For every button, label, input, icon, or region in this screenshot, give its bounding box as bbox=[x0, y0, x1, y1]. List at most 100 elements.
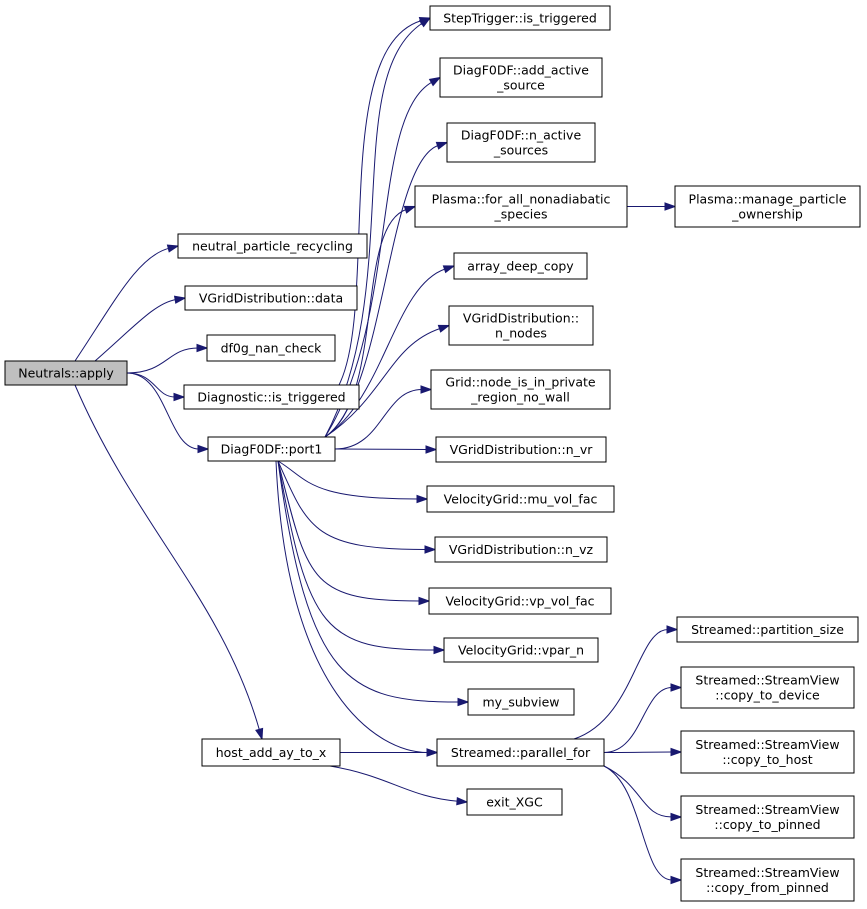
edge-arrowhead bbox=[428, 76, 442, 87]
edge-arrowhead bbox=[456, 796, 469, 806]
node-box bbox=[439, 57, 603, 98]
node-label: DiagF0DF::port1 bbox=[221, 442, 323, 457]
edge-line bbox=[324, 327, 441, 438]
graph-node[interactable]: neutral_particle_recycling bbox=[177, 233, 368, 259]
node-box bbox=[206, 334, 336, 362]
graph-node[interactable]: DiagF0DF::n_active_sources bbox=[446, 122, 596, 163]
edge-arrowhead bbox=[670, 747, 683, 757]
graph-edge bbox=[275, 460, 439, 757]
graph-node[interactable]: Streamed::partition_size bbox=[676, 616, 859, 643]
graph-node[interactable]: array_deep_copy bbox=[453, 252, 588, 280]
node-label: StepTrigger::is_triggered bbox=[443, 11, 597, 26]
node-box bbox=[680, 795, 855, 839]
graph-node[interactable]: Streamed::StreamView::copy_to_host bbox=[680, 730, 855, 774]
edge-arrowhead bbox=[437, 324, 451, 333]
edge-arrowhead bbox=[424, 545, 437, 554]
edge-line bbox=[277, 460, 460, 703]
edge-line bbox=[338, 20, 422, 386]
node-box bbox=[466, 788, 563, 816]
node-label: Streamed::StreamView bbox=[695, 802, 839, 817]
edge-line bbox=[324, 268, 446, 438]
edge-arrowhead bbox=[442, 265, 456, 274]
edge-line bbox=[329, 765, 459, 802]
node-box bbox=[680, 666, 855, 709]
graph-edge bbox=[277, 460, 446, 655]
edge-arrowhead bbox=[670, 875, 683, 885]
node-label: VelocityGrid::vpar_n bbox=[458, 643, 584, 658]
graph-node[interactable]: VelocityGrid::vpar_n bbox=[443, 637, 599, 663]
edge-arrowhead bbox=[666, 625, 679, 634]
node-box bbox=[443, 637, 599, 663]
edge-line bbox=[94, 298, 177, 362]
edge-arrowhead bbox=[426, 748, 439, 757]
node-box bbox=[184, 285, 358, 311]
graph-node[interactable]: VGridDistribution::n_nodes bbox=[448, 305, 594, 346]
graph-edge bbox=[603, 747, 683, 757]
graph-node[interactable]: VGridDistribution::n_vz bbox=[434, 536, 608, 563]
edge-arrowhead bbox=[670, 812, 683, 822]
node-label: Streamed::StreamView bbox=[695, 737, 839, 752]
graph-edge bbox=[603, 765, 683, 885]
graph-node[interactable]: Diagnostic::is_triggered bbox=[183, 384, 360, 410]
node-label: Plasma::for_all_nonadiabatic bbox=[432, 192, 611, 207]
node-box bbox=[207, 436, 336, 462]
graph-node[interactable]: Plasma::for_all_nonadiabatic_species bbox=[414, 185, 628, 228]
node-label: Neutrals::apply bbox=[18, 366, 114, 381]
node-box bbox=[183, 384, 360, 410]
graph-node[interactable]: VGridDistribution::data bbox=[184, 285, 358, 311]
graph-node[interactable]: my_subview bbox=[467, 688, 575, 716]
edge-arrowhead bbox=[416, 494, 429, 504]
graph-edge bbox=[626, 202, 677, 211]
edge-arrowhead bbox=[255, 727, 264, 741]
graph-edge bbox=[334, 385, 433, 450]
graph-node[interactable]: StepTrigger::is_triggered bbox=[429, 5, 611, 31]
node-label: ::copy_to_host bbox=[722, 752, 812, 767]
graph-node[interactable]: host_add_ay_to_x bbox=[201, 738, 341, 767]
edge-arrowhead bbox=[166, 244, 180, 253]
graph-node[interactable]: DiagF0DF::add_active_source bbox=[439, 57, 603, 98]
graph-node[interactable]: Neutrals::apply bbox=[4, 360, 128, 386]
node-label: Diagnostic::is_triggered bbox=[197, 390, 345, 405]
edge-line bbox=[74, 247, 170, 362]
edge-arrowhead bbox=[197, 444, 210, 454]
node-label: _species bbox=[494, 207, 548, 222]
graph-node[interactable]: Streamed::StreamView::copy_to_device bbox=[680, 666, 855, 709]
graph-node[interactable]: df0g_nan_check bbox=[206, 334, 336, 362]
node-label: VGridDistribution:: bbox=[463, 311, 579, 326]
node-label: Streamed::StreamView bbox=[695, 673, 839, 688]
node-label: DiagF0DF::n_active bbox=[461, 128, 582, 143]
edge-line bbox=[126, 347, 199, 374]
node-box bbox=[467, 688, 575, 716]
graph-node[interactable]: Grid::node_is_in_private_region_no_wall bbox=[430, 369, 611, 410]
edge-arrowhead bbox=[433, 645, 446, 655]
graph-node[interactable]: VelocityGrid::vp_vol_fac bbox=[428, 587, 612, 615]
graph-node[interactable]: Streamed::StreamView::copy_from_pinned bbox=[680, 858, 855, 902]
edge-arrowhead bbox=[664, 202, 677, 211]
graph-node[interactable]: Plasma::manage_particle_ownership bbox=[674, 185, 861, 228]
graph-node[interactable]: exit_XGC bbox=[466, 788, 563, 816]
graph-node[interactable]: VGridDistribution::n_vr bbox=[435, 436, 607, 463]
node-label: host_add_ay_to_x bbox=[216, 745, 327, 760]
edge-line bbox=[603, 751, 673, 753]
edge-line bbox=[277, 460, 421, 602]
graph-node[interactable]: DiagF0DF::port1 bbox=[207, 436, 336, 462]
node-box bbox=[674, 185, 861, 228]
graph-node[interactable]: VelocityGrid::mu_vol_fac bbox=[426, 485, 615, 513]
node-label: my_subview bbox=[483, 695, 560, 710]
node-box bbox=[201, 738, 341, 767]
graph-node[interactable]: Streamed::StreamView::copy_to_pinned bbox=[680, 795, 855, 839]
node-box bbox=[177, 233, 368, 259]
node-box bbox=[680, 858, 855, 902]
node-label: VGridDistribution::data bbox=[199, 291, 343, 306]
graph-node[interactable]: Streamed::parallel_for bbox=[436, 738, 605, 767]
node-label: Streamed::parallel_for bbox=[451, 745, 591, 760]
edges-layer bbox=[74, 16, 683, 885]
graph-edge bbox=[340, 748, 439, 757]
graph-edge bbox=[74, 244, 180, 362]
node-box bbox=[428, 587, 612, 615]
graph-edge bbox=[126, 372, 186, 402]
node-box bbox=[434, 536, 608, 563]
node-box bbox=[435, 436, 607, 463]
graph-edge bbox=[603, 683, 683, 753]
